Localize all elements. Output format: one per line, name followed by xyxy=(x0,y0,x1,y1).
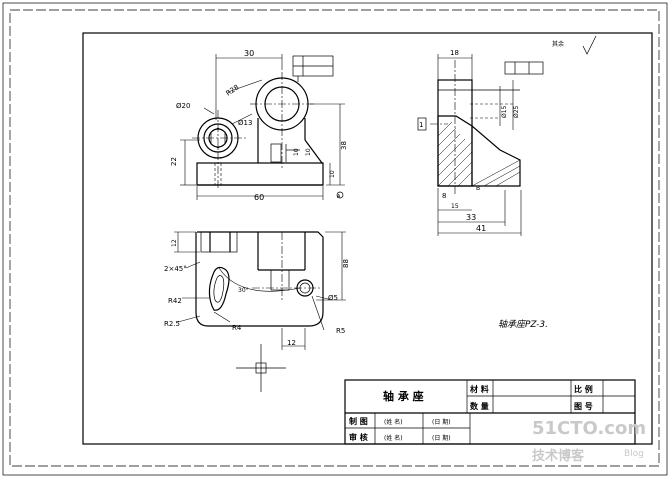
dim-base-width: 60 xyxy=(254,193,264,202)
title-material-label: 材 料 xyxy=(470,384,489,394)
trim-border xyxy=(9,9,660,467)
dim-plan-chamfer: 2×45° xyxy=(164,265,187,273)
dim-plan-hole: Ø5 xyxy=(328,294,338,302)
drawing-border xyxy=(82,32,653,445)
dim-plan-r42: R42 xyxy=(168,297,182,305)
dim-hole-dia-small: Ø13 xyxy=(238,119,252,127)
side-hatching xyxy=(437,121,521,187)
datum-b: B xyxy=(476,185,480,192)
dim-plan-12b: 12 xyxy=(287,339,296,347)
title-drawing-no-label: 图 号 xyxy=(574,402,593,411)
dim-hole-dia-large: Ø20 xyxy=(176,102,190,110)
dim-height-10b: 10 xyxy=(293,148,300,156)
dim-height-10c: 10 xyxy=(305,148,312,156)
dim-plan-angle: 30° xyxy=(238,287,249,294)
datum-a: A xyxy=(337,194,341,200)
dim-side-8: 8 xyxy=(442,192,446,200)
watermark-tagline: 技术博客 xyxy=(532,448,585,464)
dim-side-33: 33 xyxy=(466,213,476,222)
dim-height-10a: 10 xyxy=(329,170,336,178)
dim-side-dia: Ø15 xyxy=(501,105,508,118)
section-marker: 1 xyxy=(419,121,423,129)
plan-view xyxy=(174,231,346,350)
title-date-1: (日 期) xyxy=(432,418,451,426)
watermark-blog: Blog xyxy=(624,449,644,459)
dim-plan-88: 88 xyxy=(342,259,350,268)
title-date-2: (日 期) xyxy=(432,434,451,442)
dim-plan-r4: R4 xyxy=(232,324,242,332)
title-name-1: (姓 名) xyxy=(384,418,403,426)
title-block xyxy=(344,379,636,445)
dim-plan-r5: R5 xyxy=(336,327,345,335)
dim-side-15: 15 xyxy=(451,203,459,210)
drawing-note: 轴承座PZ-3. xyxy=(498,319,548,330)
dim-radius-top: R28 xyxy=(225,83,241,97)
roughness-note: 其余 xyxy=(552,40,564,48)
dim-side-width: 18 xyxy=(450,49,459,57)
dim-plan-12: 12 xyxy=(171,239,178,247)
dim-top-width: 30 xyxy=(244,49,254,58)
dim-side-dia2: Ø25 xyxy=(513,105,520,118)
dim-height-38: 38 xyxy=(340,141,348,150)
title-drawn-label: 制 图 xyxy=(349,416,368,426)
dim-height-22: 22 xyxy=(170,157,178,166)
dim-side-41: 41 xyxy=(476,224,486,233)
title-name-2: (姓 名) xyxy=(384,434,403,442)
title-scale-label: 比 例 xyxy=(574,384,593,394)
front-view xyxy=(180,54,345,200)
title-part-name: 轴 承 座 xyxy=(383,389,424,403)
dim-plan-r25: R2.5 xyxy=(164,320,180,328)
title-quantity-label: 数 量 xyxy=(470,401,489,411)
watermark-site: 51CTO.com xyxy=(532,418,646,439)
title-checked-label: 审 核 xyxy=(349,432,368,442)
side-view xyxy=(417,35,597,236)
crosshair-cursor xyxy=(236,344,286,392)
